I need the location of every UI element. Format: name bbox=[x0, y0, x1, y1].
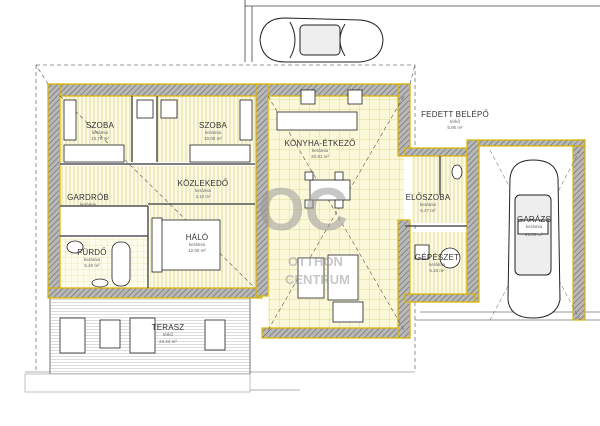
room-label-garazs: GARÁZS kerámia 21.00 m² bbox=[517, 215, 551, 237]
watermark-logo: OC OTTHON CENTRUM bbox=[258, 176, 350, 287]
room-label-szoba-2: SZOBA kerámia 10.06 m² bbox=[199, 121, 228, 141]
room-label-konyha-etkezo: KONYHA-ÉTKEZŐ kerámia 20.91 m² bbox=[284, 139, 355, 159]
svg-text:21.00 m²: 21.00 m² bbox=[525, 232, 543, 237]
svg-text:kerámia: kerámia bbox=[429, 262, 446, 267]
svg-text:5.40 m²: 5.40 m² bbox=[84, 263, 100, 268]
svg-text:kerámia: kerámia bbox=[205, 130, 222, 135]
svg-text:TERASZ: TERASZ bbox=[152, 323, 185, 332]
svg-text:GARDRÓB: GARDRÓB bbox=[67, 193, 109, 202]
svg-text:OTTHON: OTTHON bbox=[288, 254, 343, 269]
svg-text:térkő: térkő bbox=[450, 119, 461, 124]
svg-text:kerámia: kerámia bbox=[80, 202, 97, 207]
svg-text:HÁLÓ: HÁLÓ bbox=[186, 233, 209, 242]
svg-text:kerámia: kerámia bbox=[189, 242, 206, 247]
svg-text:4.10 m²: 4.10 m² bbox=[195, 194, 211, 199]
walls bbox=[47, 83, 586, 339]
svg-text:SZOBA: SZOBA bbox=[86, 121, 115, 130]
partitions bbox=[60, 96, 467, 288]
svg-text:kerámia: kerámia bbox=[420, 202, 437, 207]
svg-text:5.47 m²: 5.47 m² bbox=[420, 208, 436, 213]
svg-text:kerámia: kerámia bbox=[312, 148, 329, 153]
svg-text:12.00 m²: 12.00 m² bbox=[188, 248, 206, 253]
car-driveway-icon bbox=[259, 17, 384, 63]
svg-text:FÜRDŐ: FÜRDŐ bbox=[77, 248, 106, 257]
roof-lines bbox=[35, 64, 581, 331]
svg-text:ELŐSZOBA: ELŐSZOBA bbox=[406, 193, 451, 202]
furniture bbox=[59, 89, 463, 354]
svg-text:FEDETT BELÉPŐ: FEDETT BELÉPŐ bbox=[421, 110, 489, 119]
svg-text:kerámia: kerámia bbox=[195, 188, 212, 193]
car-garage-icon bbox=[507, 159, 561, 319]
room-label-fedett-belepo: FEDETT BELÉPŐ térkő 5.90 m² bbox=[421, 110, 489, 130]
svg-text:CENTRUM: CENTRUM bbox=[285, 272, 350, 287]
svg-text:5.34 m²: 5.34 m² bbox=[429, 268, 445, 273]
svg-text:OC: OC bbox=[258, 176, 348, 243]
room-label-kozlekedo: KÖZLEKEDŐ kerámia 4.10 m² bbox=[178, 179, 229, 199]
svg-text:KÖZLEKEDŐ: KÖZLEKEDŐ bbox=[178, 179, 229, 188]
svg-text:térkő: térkő bbox=[163, 332, 174, 337]
svg-text:kerámia: kerámia bbox=[92, 130, 109, 135]
svg-text:24.24 m²: 24.24 m² bbox=[159, 339, 177, 344]
room-label-gepeszet: GÉPÉSZET kerámia 5.34 m² bbox=[415, 253, 459, 273]
svg-text:10.06 m²: 10.06 m² bbox=[204, 136, 222, 141]
svg-text:GÉPÉSZET: GÉPÉSZET bbox=[415, 253, 459, 262]
svg-text:KONYHA-ÉTKEZŐ: KONYHA-ÉTKEZŐ bbox=[284, 139, 355, 148]
svg-text:5.90 m²: 5.90 m² bbox=[447, 125, 463, 130]
room-label-eloszoba: ELŐSZOBA kerámia 5.47 m² bbox=[406, 193, 451, 213]
svg-text:kerámia: kerámia bbox=[526, 224, 543, 229]
room-label-gardrob: GARDRÓB kerámia bbox=[67, 193, 109, 207]
svg-text:SZOBA: SZOBA bbox=[199, 121, 228, 130]
room-label-halo: HÁLÓ kerámia 12.00 m² bbox=[186, 233, 209, 253]
svg-text:GARÁZS: GARÁZS bbox=[517, 215, 551, 224]
room-label-terasz: TERASZ térkő 24.24 m² bbox=[152, 323, 185, 344]
svg-text:20.91 m²: 20.91 m² bbox=[311, 154, 329, 159]
room-label-furdo: FÜRDŐ kerámia 5.40 m² bbox=[77, 248, 106, 268]
svg-text:kerámia: kerámia bbox=[84, 257, 101, 262]
room-label-szoba-1: SZOBA kerámia 10.78 m² bbox=[86, 121, 115, 141]
svg-text:10.78 m²: 10.78 m² bbox=[91, 136, 109, 141]
